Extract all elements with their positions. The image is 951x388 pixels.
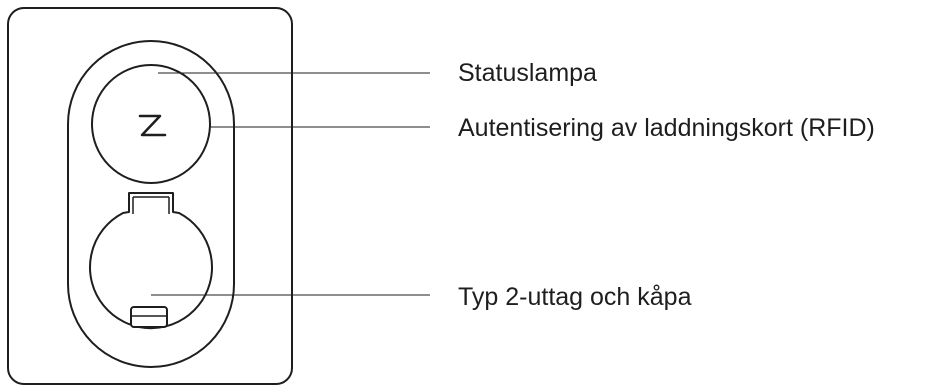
label-rfid: Autentisering av laddningskort (RFID) xyxy=(458,114,875,142)
socket-cover xyxy=(89,192,213,330)
socket-cover-tab xyxy=(132,196,170,214)
label-socket: Typ 2-uttag och kåpa xyxy=(458,283,692,311)
cover-latch xyxy=(130,306,168,328)
logo-icon xyxy=(138,114,167,137)
rfid-reader-ring xyxy=(91,64,211,184)
label-status-lamp: Statuslampa xyxy=(458,59,597,87)
charger-housing xyxy=(7,7,293,385)
front-panel xyxy=(67,40,235,368)
